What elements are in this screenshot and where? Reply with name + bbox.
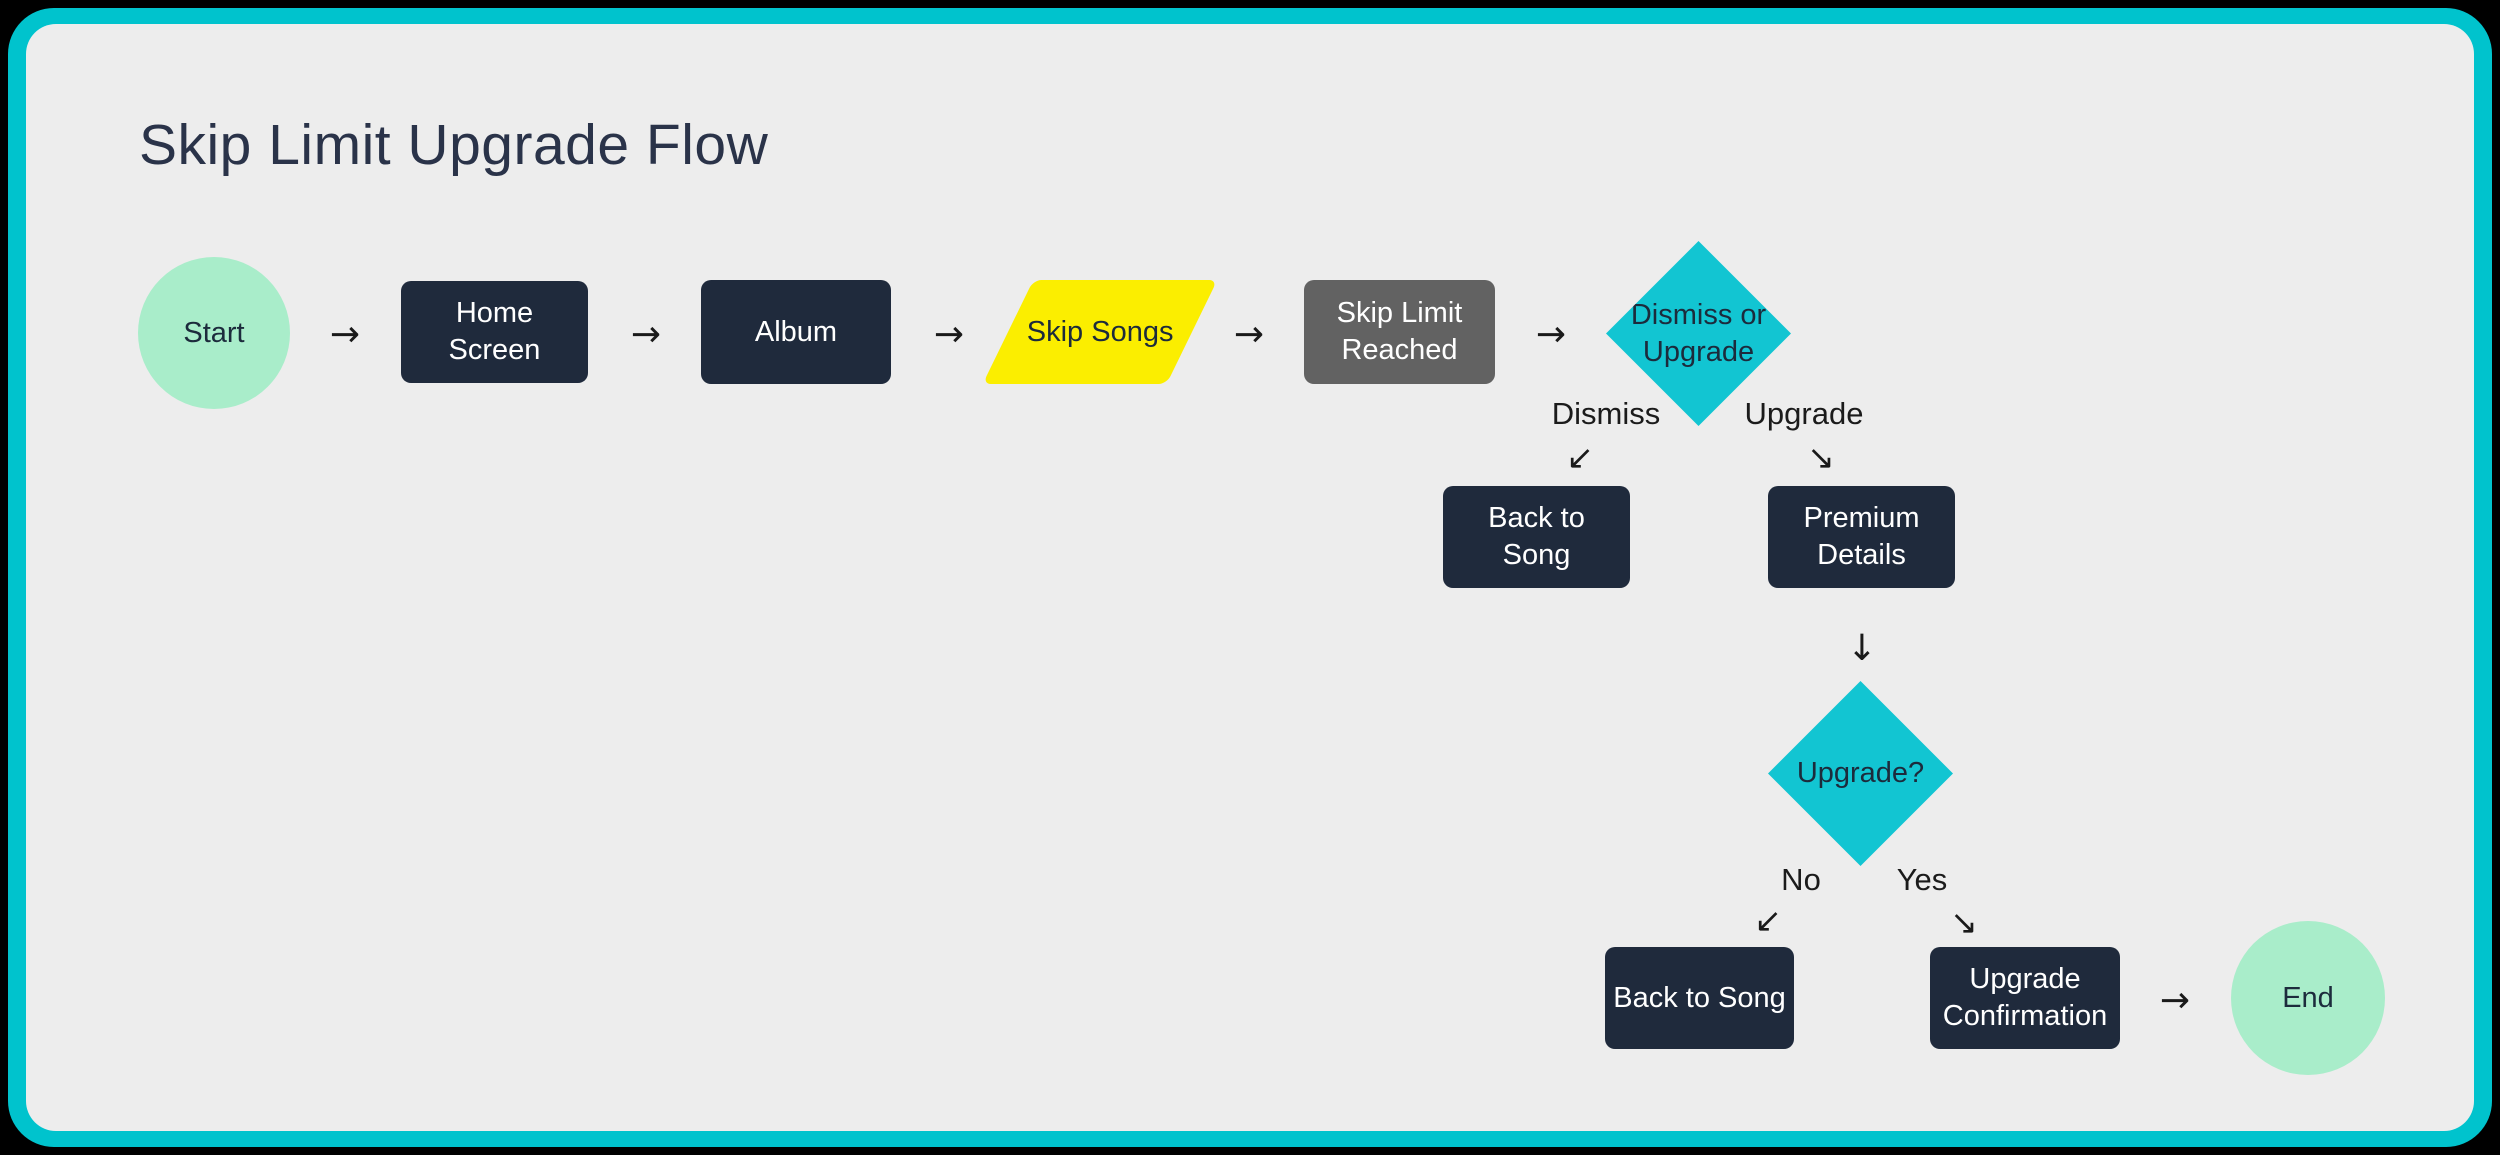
node-upgrade-confirmation: Upgrade Confirmation (1930, 947, 2120, 1049)
edge-label-dismiss: Dismiss (1551, 396, 1661, 431)
decision-upgrade: Upgrade? (1768, 681, 1953, 866)
arrow-right-icon: → (933, 314, 965, 355)
edge-label-no: No (1781, 862, 1821, 897)
arrow-right-icon: → (630, 314, 662, 355)
decision-upgrade-label: Upgrade? (1796, 757, 1925, 789)
edge-label-yes: Yes (1896, 862, 1948, 897)
node-end: End (2231, 921, 2385, 1075)
arrow-down-icon: ↓ (1846, 628, 1878, 669)
node-upgrade-confirmation-label: Upgrade Confirmation (1942, 963, 2108, 1032)
arrow-right-icon: → (1535, 314, 1567, 355)
node-premium-details: Premium Details (1768, 486, 1955, 588)
node-premium-details-label: Premium Details (1803, 502, 1920, 571)
arrow-down-right-icon: ↘ (1950, 902, 1978, 942)
edge-label-upgrade: Upgrade (1744, 396, 1864, 431)
arrow-right-icon: → (329, 314, 361, 355)
arrow-down-left-icon: ↙ (1566, 437, 1594, 477)
node-skip-songs-label: Skip Songs (1026, 315, 1174, 348)
node-back-to-song-2: Back to Song (1605, 947, 1794, 1049)
arrow-down-left-icon: ↙ (1754, 900, 1782, 940)
node-album: Album (701, 280, 891, 384)
node-home-screen-label: Home Screen (448, 297, 541, 366)
node-back-to-song-1-label: Back to Song (1488, 502, 1585, 571)
node-back-to-song-2-label: Back to Song (1613, 981, 1786, 1014)
arrow-right-icon: → (2159, 980, 2191, 1021)
decision-dismiss-or-upgrade-label: Dismiss or Upgrade (1630, 298, 1767, 368)
arrow-down-right-icon: ↘ (1807, 437, 1835, 477)
teal-frame: Skip Limit Upgrade Flow Start → Home Scr… (8, 8, 2492, 1147)
node-skip-songs: Skip Songs (982, 280, 1218, 384)
node-start-label: Start (183, 316, 245, 349)
node-end-label: End (2282, 981, 2334, 1014)
node-skip-limit-reached: Skip Limit Reached (1304, 280, 1495, 384)
node-skip-limit-reached-label: Skip Limit Reached (1336, 297, 1463, 366)
node-album-label: Album (754, 315, 838, 348)
diagram-panel: Skip Limit Upgrade Flow Start → Home Scr… (26, 24, 2474, 1131)
node-back-to-song-1: Back to Song (1443, 486, 1630, 588)
node-home-screen: Home Screen (401, 281, 588, 383)
node-start: Start (138, 257, 290, 409)
arrow-right-icon: → (1233, 314, 1265, 355)
page-title: Skip Limit Upgrade Flow (139, 113, 769, 177)
